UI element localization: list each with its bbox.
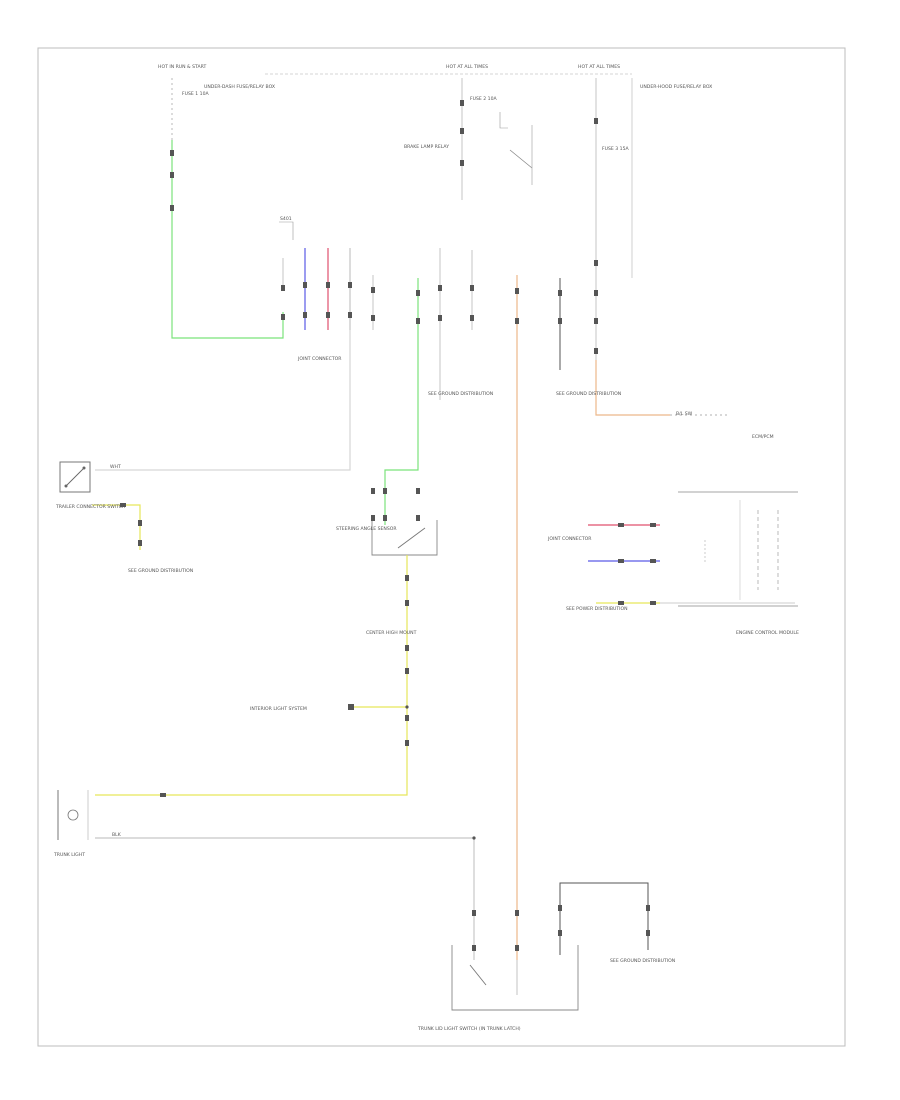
label-joint-connector-top: JOINT CONNECTOR [297, 356, 342, 362]
orange-wire-ecm [595, 360, 670, 416]
label-engine-control-module: ENGINE CONTROL MODULE [736, 630, 799, 636]
label-b-l-sw: B/L SW [676, 411, 693, 417]
brake-lamp-relay-circuit [371, 78, 533, 400]
label-hot-run-start: HOT IN RUN & START [158, 64, 206, 70]
label-trailer-connector-switch: TRAILER CONNECTOR SWITCH [55, 504, 125, 510]
green-wire-left [171, 140, 284, 339]
label-see-power-right: SEE POWER DISTRIBUTION [566, 606, 628, 612]
label-underhood-box-right: UNDER-HOOD FUSE/RELAY BOX [640, 84, 712, 90]
trunk-lid-light-switch [451, 945, 579, 1011]
gray-wire-trunk-light [95, 837, 475, 960]
green-wire-switch [384, 278, 419, 525]
trunk-light [57, 790, 89, 840]
label-center-high-mount: CENTER HIGH MOUNT [366, 630, 417, 636]
label-hot-at-all-times-right: HOT AT ALL TIMES [578, 64, 620, 70]
top-right-circuit [594, 78, 730, 416]
label-fuse-right: FUSE 3 15A [602, 146, 630, 152]
top-left-circuit [170, 78, 285, 339]
yellow-wire-trunk [95, 555, 408, 796]
brake-lamp-switch [371, 488, 438, 556]
engine-control-module [678, 491, 798, 607]
label-underdash-box-left: UNDER-DASH FUSE/RELAY BOX [204, 84, 275, 90]
label-ecm-pcm: ECM/PCM [752, 434, 774, 440]
label-trunk-lid-switch: TRUNK LID LIGHT SWITCH (IN TRUNK LATCH) [417, 1026, 521, 1032]
label-brake-lamp-relay: BRAKE LAMP RELAY [404, 144, 449, 150]
label-see-ground-right: SEE GROUND DISTRIBUTION [556, 391, 621, 397]
label-wht: WHT [110, 464, 121, 470]
label-see-ground-bottom: SEE GROUND DISTRIBUTION [610, 958, 675, 964]
label-hot-at-all-times-mid: HOT AT ALL TIMES [446, 64, 488, 70]
label-see-ground-left: SEE GROUND DISTRIBUTION [128, 568, 193, 574]
label-fuse-top-left: FUSE 1 10A [182, 91, 210, 97]
yellow-wire-switch-ground [92, 504, 141, 550]
label-s401: S401 [280, 216, 292, 222]
label-blk-left: BLK [112, 832, 122, 838]
label-joint-connector-right: JOINT CONNECTOR [547, 536, 592, 542]
label-see-ground-mid: SEE GROUND DISTRIBUTION [428, 391, 493, 397]
trailer-connector-switch [59, 461, 91, 493]
diagram-frame [37, 47, 846, 1047]
label-fuse-mid: FUSE 2 10A [470, 96, 498, 102]
label-interior-light-system: INTERIOR LIGHT SYSTEM [250, 706, 307, 712]
label-trunk-light: TRUNK LIGHT [53, 852, 85, 858]
ground-wire-bottom [559, 882, 649, 955]
label-steering-angle-sensor: STEERING ANGLE SENSOR [336, 526, 397, 532]
joint-connector-top [279, 221, 352, 330]
gray-wire-trailer [95, 330, 351, 471]
